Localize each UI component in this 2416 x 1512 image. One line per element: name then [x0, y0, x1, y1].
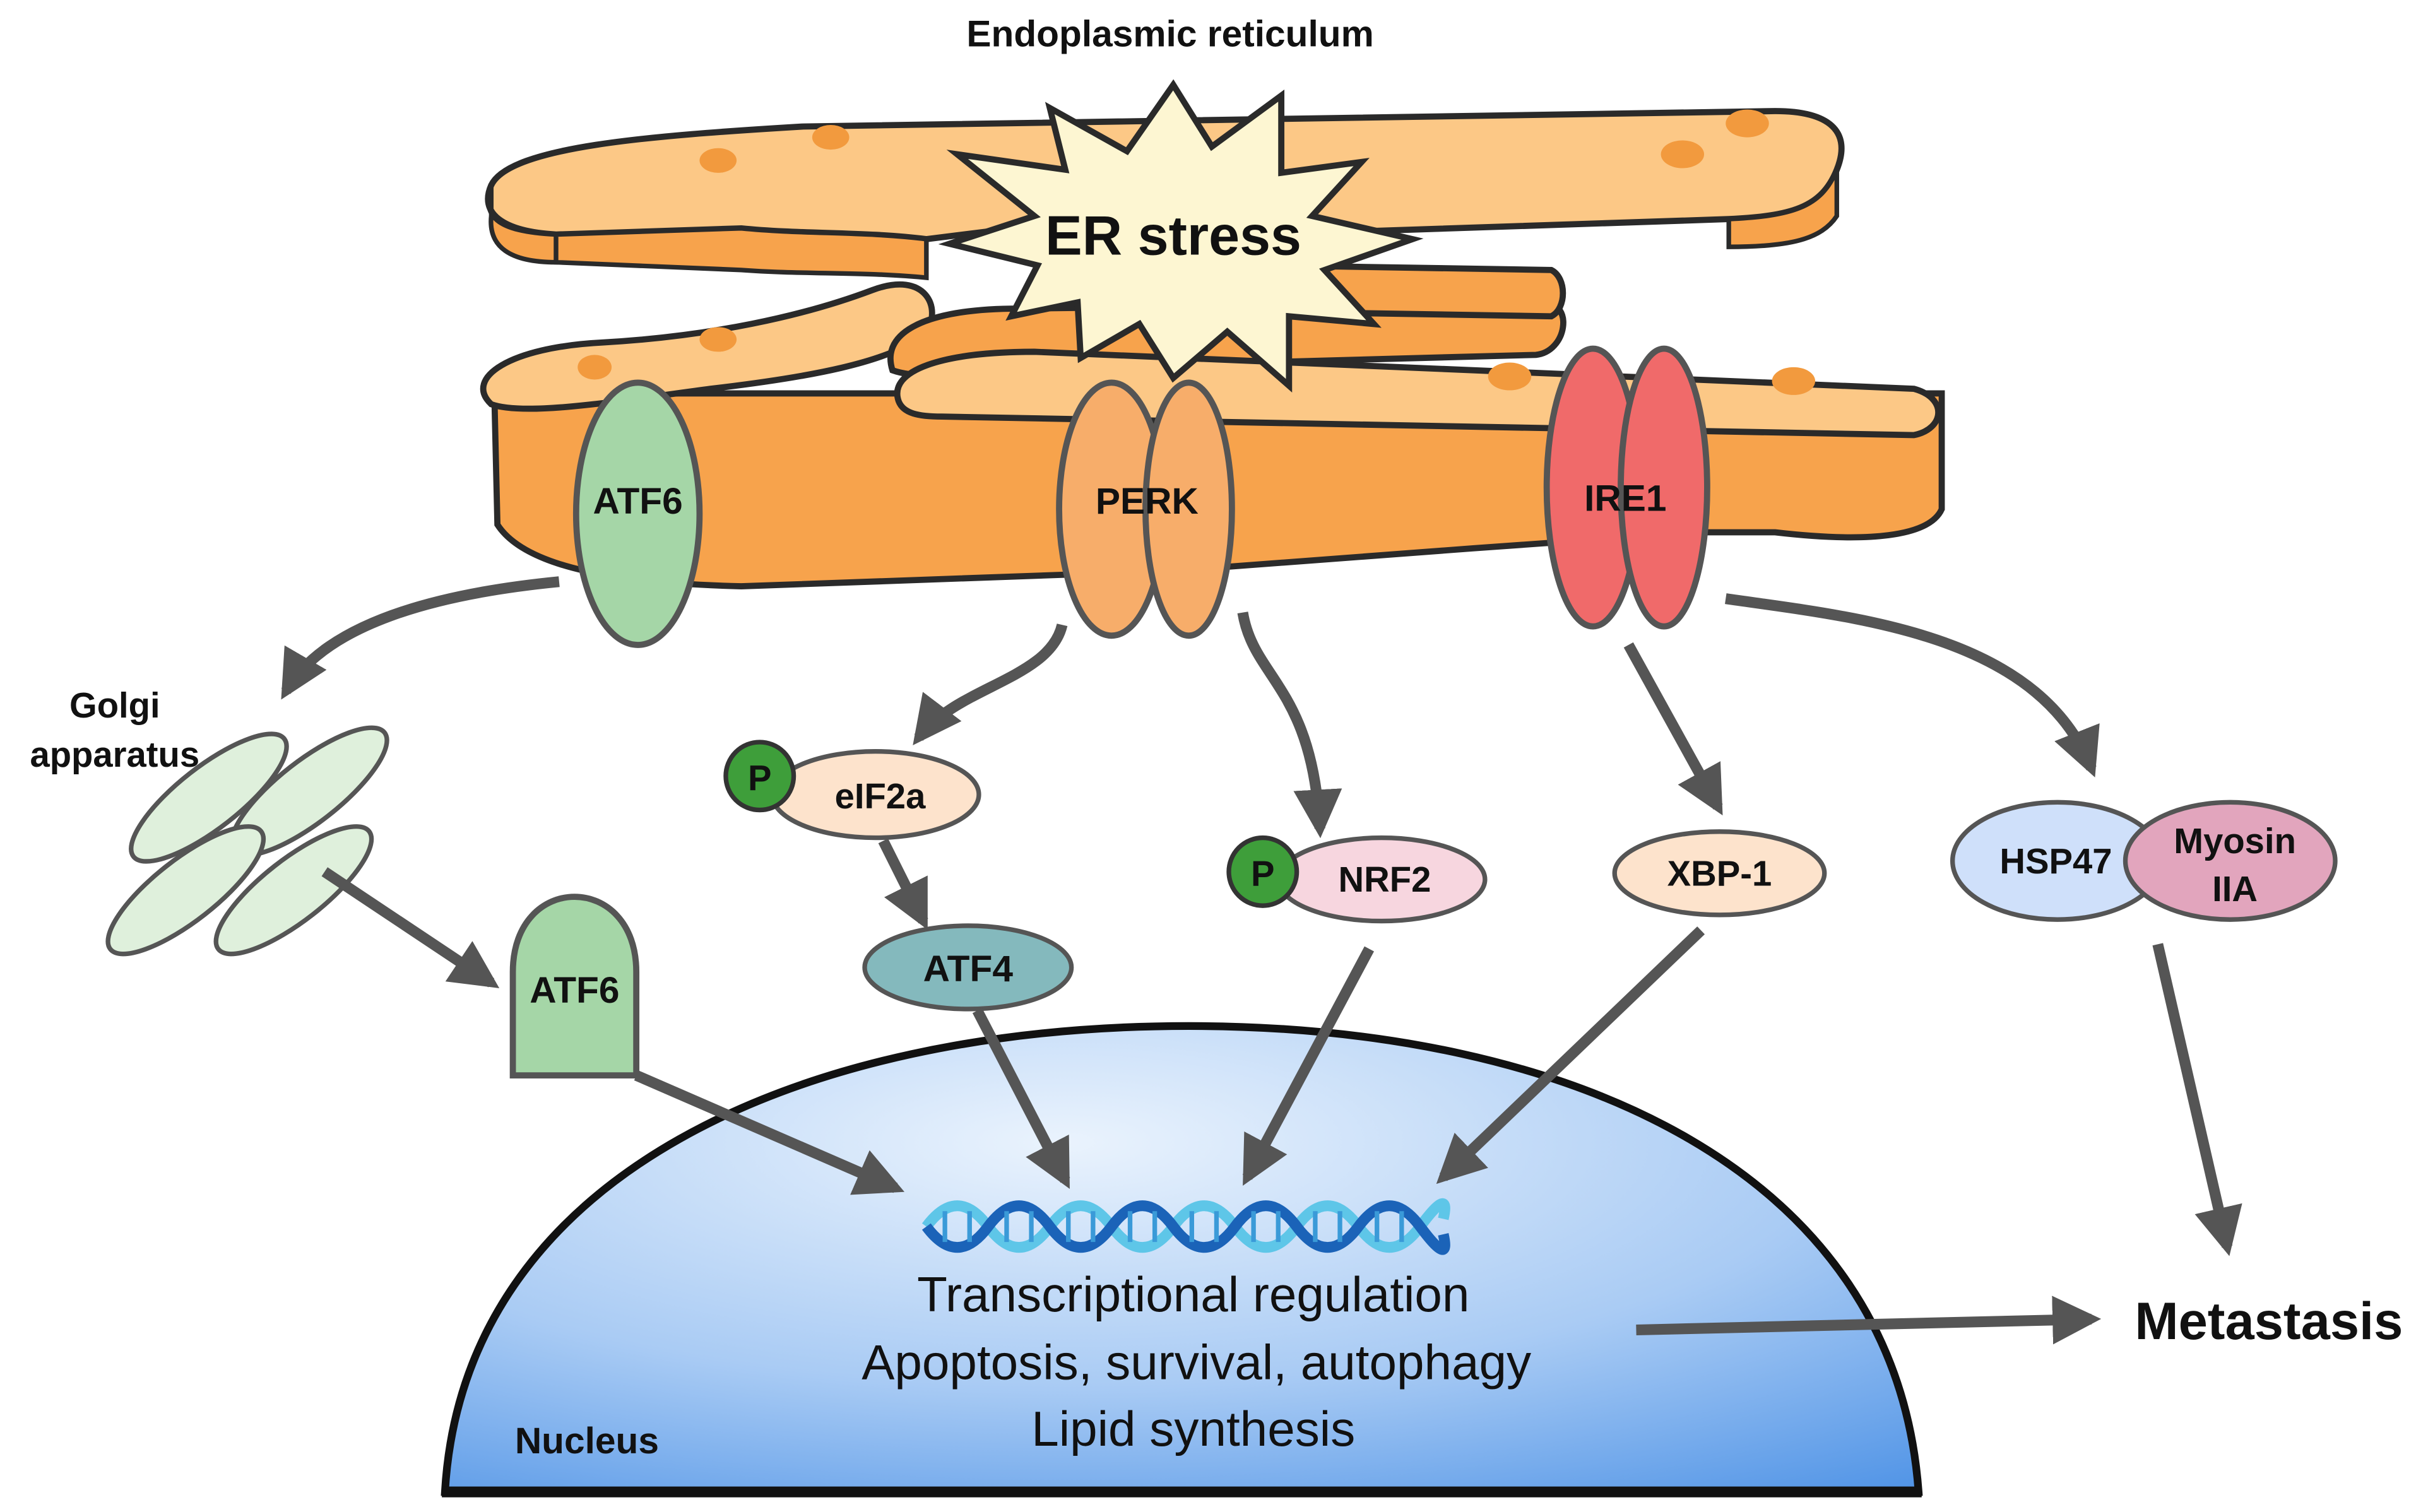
- nucleus-text-apoptosis: Apoptosis, survival, autophagy: [862, 1335, 1531, 1390]
- arrow-atf6-to-dna: [634, 1070, 905, 1195]
- nrf2-label: NRF2: [1339, 859, 1431, 899]
- atf6-sensor: ATF6: [572, 379, 703, 648]
- er-title: Endoplasmic reticulum: [966, 13, 1373, 54]
- golgi-apparatus: Golgi apparatus: [30, 685, 389, 957]
- arrow-eif2a-to-atf4: [878, 838, 928, 930]
- arrow-ire1-to-hsp47: [1725, 593, 2100, 777]
- pathway-arrows: [281, 576, 2242, 1345]
- myosin-iia-protein: [2123, 800, 2338, 922]
- perk-sensor-label: PERK: [1096, 481, 1199, 522]
- er-stress-label: ER stress: [1045, 204, 1301, 266]
- metastasis-label: Metastasis: [2135, 1292, 2403, 1350]
- er-stress-burst: ER stress: [938, 79, 1424, 393]
- arrow-ire1-to-xbp1: [1623, 642, 1723, 816]
- nucleus-text-transcription: Transcriptional regulation: [917, 1267, 1469, 1322]
- perk-sensor: PERK: [1056, 379, 1235, 639]
- dna-helix-icon: [921, 1198, 1450, 1255]
- arrow-atf4-to-dna: [972, 1008, 1070, 1190]
- nrf2-phospho-label: P: [1251, 853, 1275, 893]
- arrow-nucleus-to-metastasis: [1636, 1296, 2102, 1345]
- atf6-cleaved: ATF6: [509, 894, 640, 1078]
- arrow-golgi-to-atf6: [321, 867, 500, 988]
- xbp1-protein: XBP-1: [1612, 829, 1827, 918]
- arrow-myosin-to-metastasis: [2152, 943, 2242, 1256]
- myosin-label-line2: IIA: [2212, 869, 2258, 909]
- arrow-perk-to-nrf2: [1237, 611, 1342, 839]
- nrf2-phospho-badge: [1226, 835, 1300, 908]
- ire1-sensor: IRE1: [1543, 345, 1710, 630]
- xbp1-label: XBP-1: [1667, 853, 1772, 893]
- atf6-sensor-label: ATF6: [593, 481, 682, 522]
- er-spots: [577, 109, 1816, 395]
- eif2a-protein: eIF2a P: [723, 740, 981, 841]
- arrow-xbp1-to-dna: [1436, 926, 1705, 1184]
- atf4-protein: ATF4: [862, 923, 1074, 1012]
- atf4-label: ATF4: [923, 948, 1014, 989]
- ire1-sensor-label: IRE1: [1584, 478, 1666, 519]
- nrf2-protein: NRF2 P: [1226, 835, 1488, 924]
- nucleus: Nucleus Transcriptional regulation Apopt…: [441, 1022, 1923, 1497]
- eif2a-phospho-badge: [723, 740, 796, 813]
- atf6-cleaved-label: ATF6: [530, 970, 619, 1011]
- hsp47-label: HSP47: [1999, 841, 2112, 881]
- eif2a-phospho-label: P: [748, 758, 772, 798]
- golgi-label-line2: apparatus: [30, 735, 199, 774]
- nucleus-label: Nucleus: [515, 1420, 659, 1462]
- nucleus-text-lipid: Lipid synthesis: [1031, 1401, 1355, 1456]
- arrow-nrf2-to-dna: [1242, 946, 1375, 1186]
- eif2a-label: eIF2a: [835, 776, 926, 816]
- arrow-perk-to-eif2a: [913, 623, 1068, 745]
- golgi-label-line1: Golgi: [69, 685, 160, 725]
- myosin-label-line1: Myosin: [2174, 821, 2296, 861]
- arrow-atf6-to-golgi: [281, 576, 560, 700]
- hsp47-myosin-complex: HSP47 Myosin IIA: [1950, 800, 2338, 922]
